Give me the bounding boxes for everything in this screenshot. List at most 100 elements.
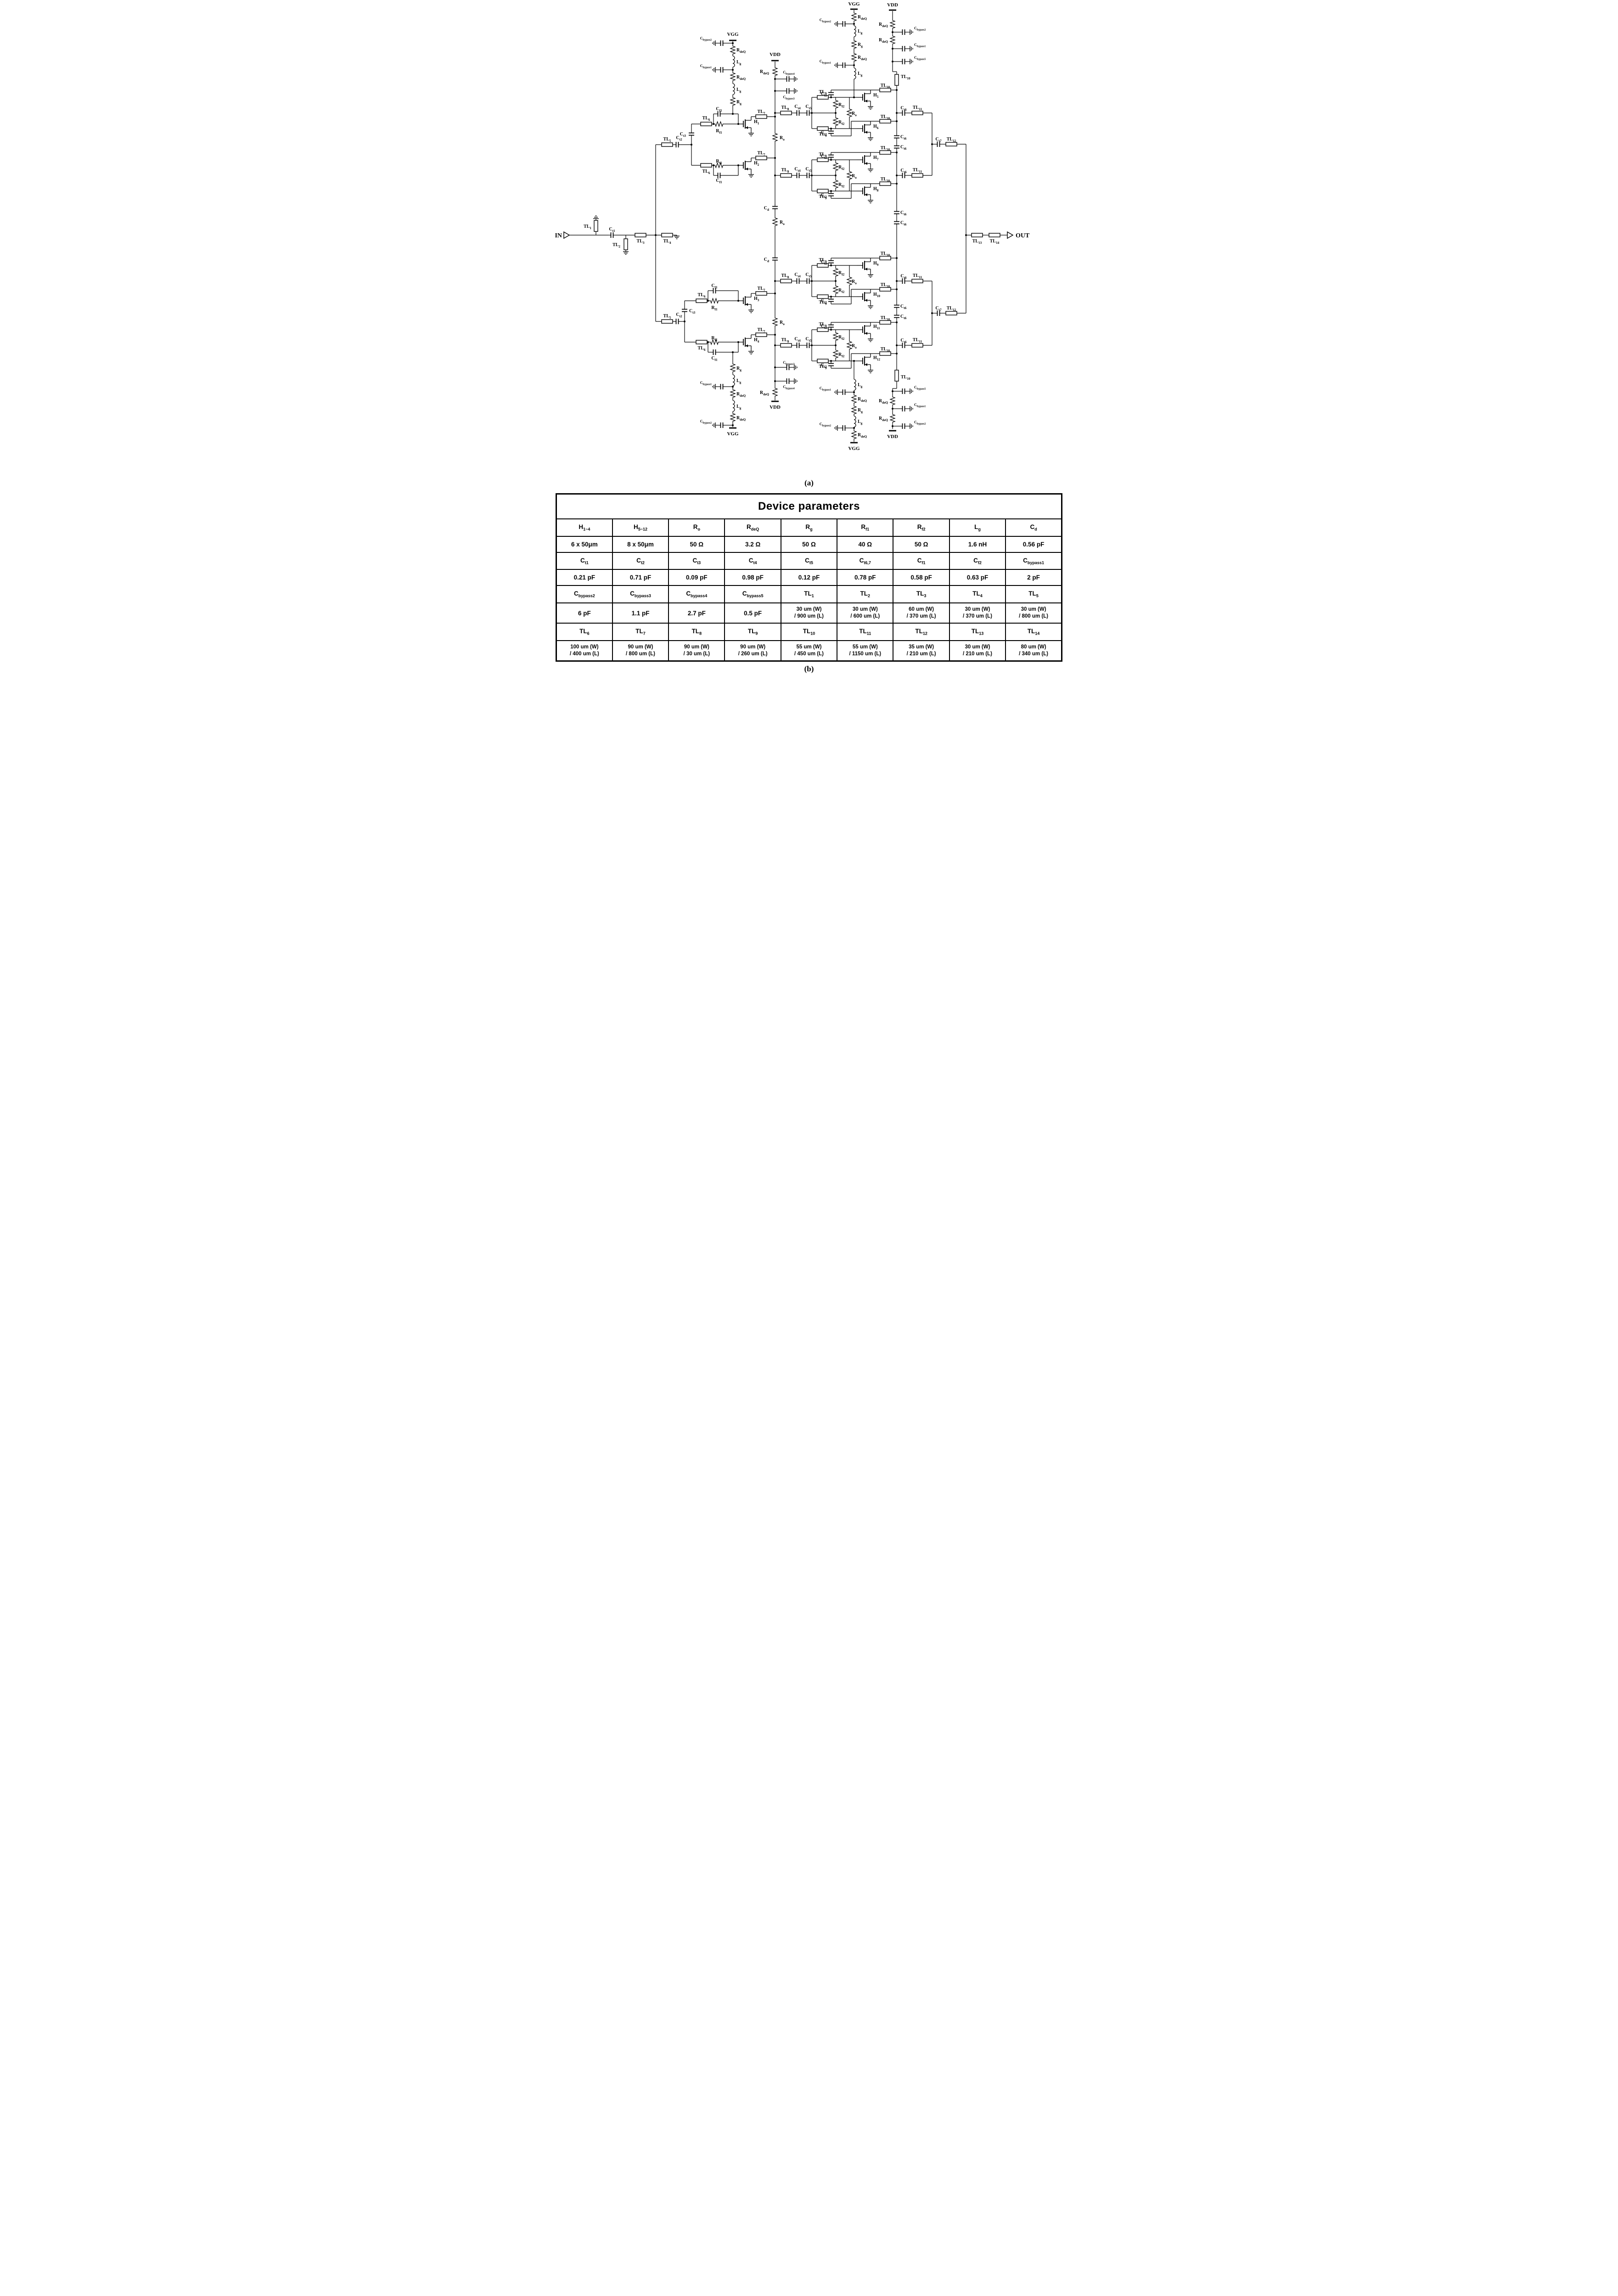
junction-dot [896, 280, 898, 282]
component-label: TL6 [698, 346, 706, 352]
table-cell: Rf1 [837, 518, 894, 537]
junction-dot [896, 353, 898, 355]
capacitor-symbol [711, 288, 718, 293]
junction-dot [774, 116, 776, 118]
transmission-line [817, 189, 829, 193]
transmission-line [661, 319, 673, 324]
transmission-line [879, 256, 891, 260]
component-label: Ct6 [900, 304, 907, 310]
capacitor-symbol [900, 423, 907, 429]
transmission-line [879, 320, 891, 325]
table-cell: Ct1 [556, 551, 613, 570]
table-title-row: Device parameters [556, 493, 1062, 519]
inductor-symbol [732, 400, 735, 412]
component-label: VDD [770, 405, 781, 410]
component-label: Cbypass1 [914, 43, 926, 48]
table-cell: Ct2 [612, 551, 669, 570]
capacitor-symbol [935, 141, 942, 147]
table-cell: TL4 [949, 585, 1006, 604]
mosfet-symbol [865, 100, 867, 102]
component-label: Cf2 [821, 91, 827, 97]
transmission-line [635, 233, 646, 237]
table-cell: 50 Ω [780, 535, 838, 553]
component-label: TL9 [819, 300, 827, 306]
transmission-line [817, 158, 829, 162]
component-label: RdeQ [736, 392, 746, 398]
junction-dot [830, 360, 832, 362]
resistor-symbol [832, 267, 839, 277]
component-label: Ct5 [805, 337, 812, 343]
table-cell: TL8 [668, 622, 725, 641]
capacitor-symbol [794, 343, 802, 348]
component-label: TL9 [819, 90, 827, 96]
component-label: TL12 [947, 306, 956, 312]
junction-dot [811, 280, 813, 282]
transmission-line [911, 173, 923, 178]
table-cell: 0.5 pF [724, 602, 781, 624]
component-label: Ct6 [900, 135, 907, 141]
table-cell: 60 um (W) / 370 um (L) [893, 602, 950, 624]
inductor-symbol [732, 56, 735, 68]
junction-dot [713, 123, 714, 125]
junction-dot [737, 123, 739, 125]
component-label: H9 [873, 261, 879, 267]
table-cell: 6 x 50μm [556, 535, 613, 553]
component-label: Ct6 [900, 338, 907, 344]
capacitor-symbol [772, 204, 778, 211]
table-cell: Ct4 [724, 551, 781, 570]
param-value-row: 100 um (W) / 400 um (L)90 um (W) / 800 u… [556, 640, 1062, 662]
table-cell: Cf2 [949, 551, 1006, 570]
resistor-symbol [889, 35, 896, 45]
transmission-line [624, 238, 628, 250]
capacitor-symbol [715, 111, 723, 117]
mosfet-symbol [745, 303, 748, 306]
transmission-line [989, 233, 1000, 237]
junction-dot [774, 280, 776, 282]
component-label: TL8 [781, 105, 789, 111]
table-cell: 1.1 pF [612, 602, 669, 624]
inductor-symbol [854, 416, 856, 428]
component-label: Cf2 [821, 259, 827, 265]
component-label: Cd [764, 206, 769, 212]
component-label: Rf2 [838, 165, 845, 171]
junction-dot [896, 112, 898, 114]
component-label: Ct2 [676, 312, 682, 318]
component-label: TL1 [584, 224, 591, 230]
capacitor-symbol [840, 62, 848, 68]
capacitor-symbol [900, 406, 907, 411]
resistor-symbol [730, 363, 736, 373]
junction-dot [732, 424, 734, 426]
capacitor-symbol [894, 143, 899, 151]
component-label: Ct5 [805, 104, 812, 110]
component-label: Lg [736, 404, 742, 410]
component-label: TL9 [819, 132, 827, 138]
junction-dot [965, 234, 967, 236]
component-label: TL7 [758, 286, 765, 292]
component-label: Ro [780, 135, 785, 141]
capacitor-symbol [894, 219, 899, 226]
component-label: Ct6 [900, 274, 907, 280]
junction-dot [896, 174, 898, 176]
component-label: H8 [873, 186, 879, 192]
junction-dot [896, 257, 898, 259]
junction-dot [774, 344, 776, 346]
capacitor-symbol [682, 307, 687, 314]
junction-dot [732, 113, 734, 115]
junction-dot [892, 61, 893, 62]
transmission-line [879, 150, 891, 155]
junction-dot [892, 48, 893, 50]
capacitor-symbol [784, 365, 792, 370]
junction-dot [707, 341, 709, 343]
table-cell: 0.21 pF [556, 569, 613, 586]
component-label: Rf1 [716, 129, 722, 135]
table-title: Device parameters [556, 493, 1062, 519]
component-label: Cbypass2 [820, 422, 831, 427]
resistor-symbol [772, 132, 778, 142]
component-label: Cf1 [711, 283, 718, 289]
component-label: TL9 [819, 194, 827, 200]
transmission-line [945, 142, 957, 146]
transmission-line [780, 111, 792, 115]
capacitor-symbol [935, 310, 942, 316]
